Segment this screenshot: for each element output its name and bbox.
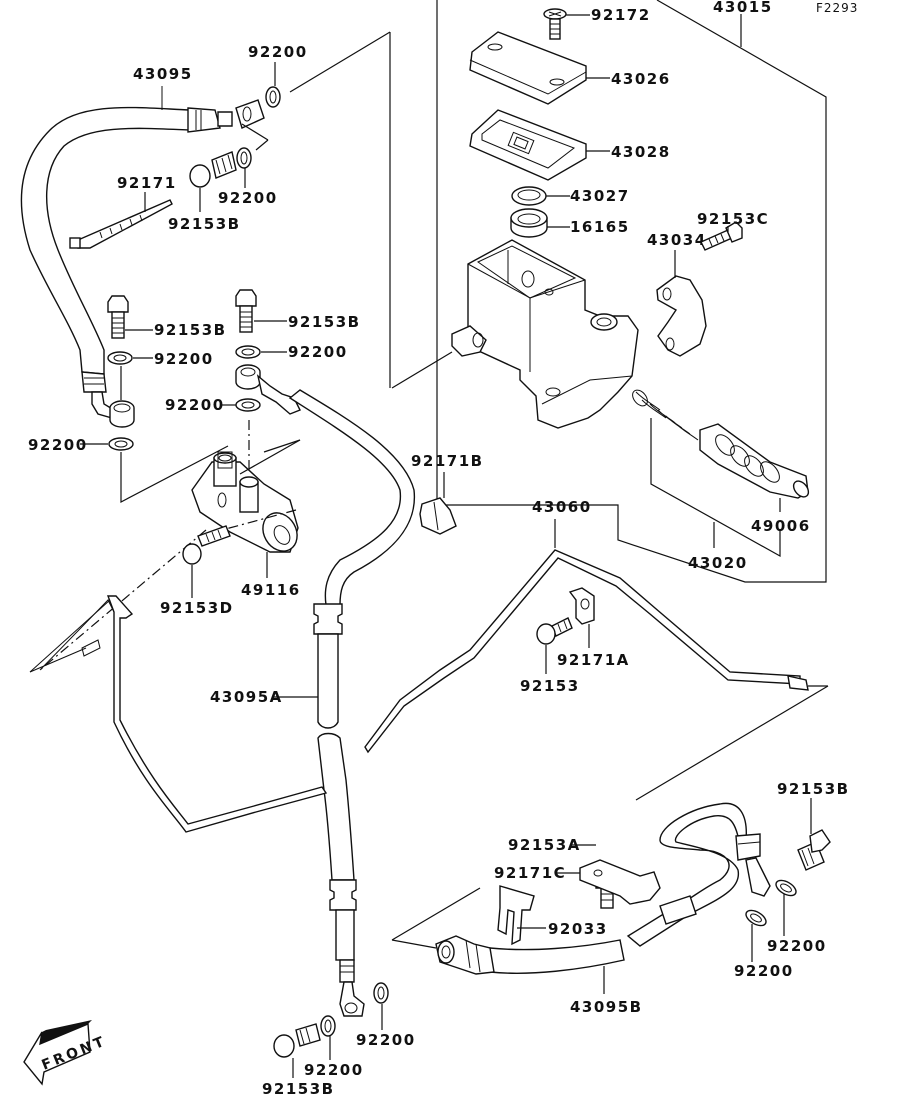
washer-92200-a[interactable] [236, 147, 252, 188]
part-label-92153D[interactable]: 92153D [160, 599, 234, 617]
part-label-43015[interactable]: 43015 [713, 0, 773, 16]
figure-code: F2293 [816, 1, 858, 15]
part-label-92153B-left[interactable]: 92153B [154, 321, 227, 339]
clip-92171B[interactable] [419, 472, 457, 535]
bolt-92153[interactable] [536, 617, 573, 674]
clamp-43034[interactable] [656, 250, 707, 357]
part-label-43028[interactable]: 43028 [611, 143, 671, 161]
part-label-43095B[interactable]: 43095B [570, 998, 643, 1016]
part-label-43026[interactable]: 43026 [611, 70, 671, 88]
hose-43095B[interactable] [391, 802, 771, 994]
piston-spring-49006[interactable] [630, 387, 812, 558]
washer-92200-h[interactable] [373, 982, 389, 1030]
washer-92200-f[interactable] [773, 877, 798, 936]
washer-92200-i[interactable] [320, 1015, 336, 1060]
part-label-92033[interactable]: 92033 [548, 920, 608, 938]
banjo-bolt-92153B-left[interactable] [107, 295, 153, 339]
part-label-16165[interactable]: 16165 [570, 218, 630, 236]
part-label-43034[interactable]: 43034 [647, 231, 707, 249]
front-direction-arrow-icon: FRONT [23, 1020, 109, 1086]
part-label-92153B-center[interactable]: 92153B [288, 313, 361, 331]
part-label-43020[interactable]: 43020 [688, 554, 748, 572]
part-label-92153C[interactable]: 92153C [697, 210, 769, 228]
clip-92033[interactable] [497, 885, 546, 946]
washer-92200-c[interactable] [235, 345, 287, 359]
part-label-92153[interactable]: 92153 [520, 677, 580, 695]
brake-line-43060[interactable] [29, 519, 829, 833]
part-label-92171C[interactable]: 92171C [494, 864, 566, 882]
part-label-49006[interactable]: 49006 [751, 517, 811, 535]
washer-92200-d[interactable] [220, 398, 261, 482]
washer-92200-g[interactable] [743, 907, 768, 962]
part-label-92171A[interactable]: 92171A [557, 651, 630, 669]
leader-line [289, 31, 391, 93]
part-label-92171B[interactable]: 92171B [411, 452, 484, 470]
part-label-92153B-right[interactable]: 92153B [777, 780, 850, 798]
banjo-bolt-92153B-bottom[interactable] [273, 1023, 321, 1078]
part-label-92200-c[interactable]: 92200 [288, 343, 348, 361]
bolt-92153D[interactable] [182, 525, 231, 598]
washer-92200-e[interactable] [80, 437, 229, 503]
part-label-92200-h[interactable]: 92200 [356, 1031, 416, 1049]
screw-92172[interactable] [543, 8, 590, 40]
part-label-92200-d[interactable]: 92200 [165, 396, 225, 414]
part-label-92200-e[interactable]: 92200 [28, 436, 88, 454]
diaphragm-plate-43028[interactable] [469, 109, 610, 181]
clamp-92171A[interactable] [568, 587, 595, 648]
bolt-92153C[interactable] [700, 221, 743, 251]
part-label-92153B-bottom[interactable]: 92153B [262, 1080, 335, 1098]
washer-92200-top[interactable] [265, 62, 281, 108]
part-label-43060[interactable]: 43060 [532, 498, 592, 516]
joint-49116[interactable] [39, 439, 304, 671]
part-label-92200-a[interactable]: 92200 [218, 189, 278, 207]
part-label-92153A[interactable]: 92153A [508, 836, 581, 854]
part-label-49116[interactable]: 49116 [241, 581, 301, 599]
part-label-43095A[interactable]: 43095A [210, 688, 283, 706]
master-cylinder-body[interactable] [391, 239, 639, 429]
hose-43095A[interactable] [235, 364, 416, 1017]
cup-16165[interactable] [510, 208, 570, 238]
part-label-92200-top[interactable]: 92200 [248, 43, 308, 61]
part-label-92200-g[interactable]: 92200 [734, 962, 794, 980]
clamp-92171C[interactable] [557, 859, 661, 905]
part-label-43095[interactable]: 43095 [133, 65, 193, 83]
banjo-bolt-92153B-center[interactable] [235, 289, 287, 333]
banjo-bolt-92153B-upper[interactable] [189, 151, 237, 212]
washer-92200-b[interactable] [107, 351, 153, 400]
hose-43095[interactable] [20, 86, 269, 428]
assembly-43015-bracket [436, 0, 827, 583]
tie-strap-92171[interactable] [69, 192, 173, 249]
part-label-43027[interactable]: 43027 [570, 187, 630, 205]
ring-43027[interactable] [511, 186, 570, 206]
part-label-92200-f[interactable]: 92200 [767, 937, 827, 955]
part-label-92200-i[interactable]: 92200 [304, 1061, 364, 1079]
part-label-92153B-upper[interactable]: 92153B [168, 215, 241, 233]
part-label-92172[interactable]: 92172 [591, 6, 651, 24]
part-label-92171[interactable]: 92171 [117, 174, 177, 192]
reservoir-cap-43026[interactable] [469, 31, 610, 105]
banjo-bolt-92153B-right[interactable] [797, 798, 831, 871]
part-label-92200-b[interactable]: 92200 [154, 350, 214, 368]
